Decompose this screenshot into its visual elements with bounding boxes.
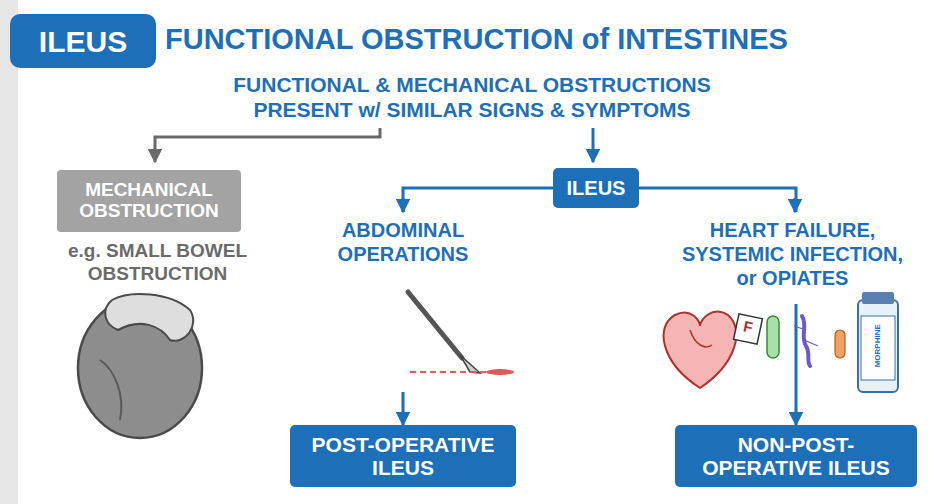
arrow-head bbox=[402, 198, 405, 212]
outcome-box: NON-POST-OPERATIVE ILEUS bbox=[675, 425, 917, 487]
branch-arrow bbox=[592, 128, 595, 162]
arrow-head bbox=[794, 198, 797, 212]
node-label: MECHANICAL OBSTRUCTION bbox=[63, 180, 235, 222]
node-label: ILEUS bbox=[39, 25, 127, 58]
heart-illustration bbox=[664, 312, 763, 388]
bacteria-illustration bbox=[767, 316, 845, 366]
diagram-title: FUNCTIONAL OBSTRUCTION of INTESTINES bbox=[165, 22, 825, 57]
bowel-illustration bbox=[78, 294, 202, 438]
branch-arrow bbox=[155, 128, 380, 162]
sign-letter: F bbox=[736, 316, 759, 338]
header-badge: ILEUS bbox=[10, 14, 156, 68]
side-bar bbox=[0, 0, 18, 504]
outcome-box: POST-OPERATIVE ILEUS bbox=[290, 425, 516, 487]
cause-label: ABDOMINAL OPERATIONS bbox=[323, 218, 483, 266]
vial-label: MORPHINE bbox=[873, 314, 883, 378]
node-label: POST-OPERATIVE ILEUS bbox=[296, 433, 510, 479]
cause-label: HEART FAILURE, SYSTEMIC INFECTION, or OP… bbox=[675, 218, 910, 290]
ileus-box: ILEUS bbox=[553, 168, 639, 208]
node-label: ILEUS bbox=[567, 177, 626, 199]
node-label: NON-POST-OPERATIVE ILEUS bbox=[681, 433, 911, 479]
example-note: e.g. SMALL BOWEL OBSTRUCTION bbox=[50, 240, 265, 286]
scalpel-illustration bbox=[408, 292, 514, 375]
subtitle-note: FUNCTIONAL & MECHANICAL OBSTRUCTIONS PRE… bbox=[192, 72, 752, 122]
vial-illustration bbox=[858, 292, 898, 392]
obstruction-box: MECHANICAL OBSTRUCTION bbox=[57, 170, 241, 232]
